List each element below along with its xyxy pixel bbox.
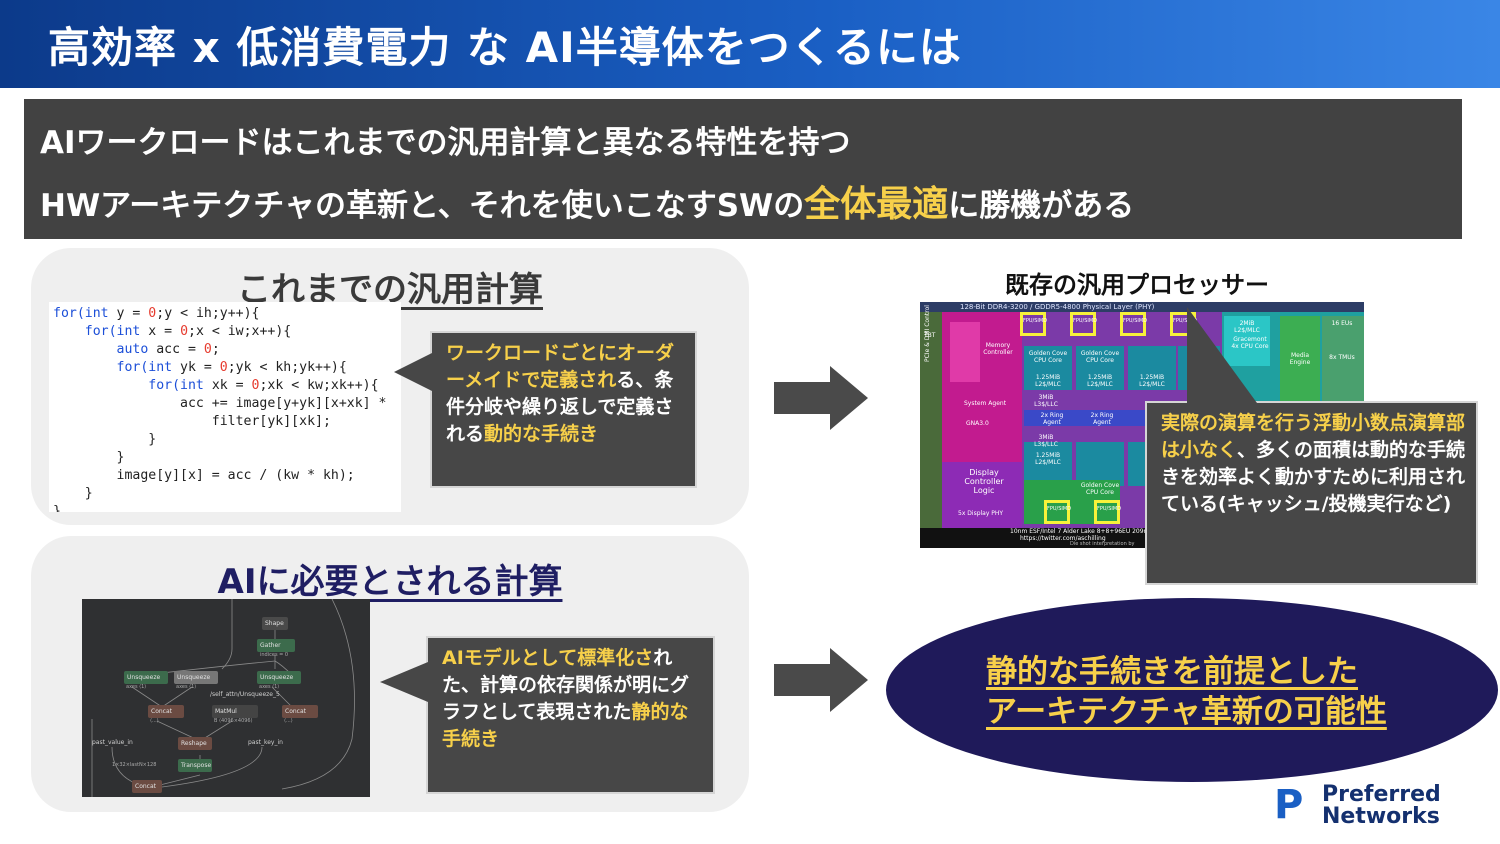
- callout-tail: [394, 353, 432, 391]
- fpu-highlight: FPU/SIMD: [1094, 500, 1121, 524]
- node-concat-1: Concat: [148, 705, 184, 718]
- slide-title: 高効率 x 低消費電力 な AI半導体をつくるには: [48, 23, 962, 72]
- die-gna: GNA3.0: [966, 420, 989, 427]
- onnx-graph-figure: Shape Gather indices = 0 Unsqueeze axes …: [82, 599, 370, 797]
- die-eus: 16 EUs: [1331, 320, 1353, 327]
- die-memory-controller: Memory Controller: [983, 342, 1013, 356]
- node-unsqueeze-2: Unsqueeze: [174, 671, 218, 684]
- die-footer: 10nm ESF/Intel 7 Alder Lake 8+8+96EU 209…: [1010, 528, 1158, 535]
- die-tbt: TBT: [924, 332, 936, 339]
- static-procedure-callout: AIモデルとして標準化された、計算の依存関係が明にグラフとして表現された静的な手…: [380, 636, 715, 794]
- key-message-box: AIワークロードはこれまでの汎用計算と異なる特性を持つ HWアーキテクチャの革新…: [24, 99, 1462, 239]
- callout-tail: [380, 662, 428, 702]
- die-display-controller: Display Controller Logic: [964, 468, 1004, 495]
- node-gather-attr: indices = 0: [260, 652, 289, 658]
- die-golden-cove-2: Golden Cove CPU Core: [1080, 350, 1120, 364]
- node-dims-label: 1×32×lastN×128: [112, 762, 157, 768]
- fpu-highlight: FPU/SIMD: [1120, 312, 1147, 336]
- node-transpose: Transpose: [178, 759, 212, 772]
- fpu-highlight: FPU/SIMD: [1070, 312, 1097, 336]
- fpu-highlight: FPU/SIMD: [1020, 312, 1047, 336]
- node-unsqueeze-1: Unsqueeze: [124, 671, 168, 684]
- node-concat-1-attr: ⟨...⟩: [150, 718, 159, 724]
- callout-text: れた、計算の依存関係が明にグラフとして表現された: [442, 647, 690, 723]
- node-unsqueeze-3-attr: axes ⟨1⟩: [259, 684, 280, 690]
- code-line-8: }: [53, 432, 157, 447]
- node-unsqueeze-2-attr: axes ⟨1⟩: [176, 684, 197, 690]
- die-l3-2: 3MiB L3$/LLC: [1034, 434, 1058, 448]
- code-line-9: }: [53, 450, 125, 465]
- node-reshape: Reshape: [178, 737, 212, 750]
- key-message-line-2: HWアーキテクチャの革新と、それを使いこなすSWの全体最適に勝機がある: [40, 175, 1134, 227]
- processor-title: 既存の汎用プロセッサー: [1005, 271, 1269, 299]
- die-display-phy: 5x Display PHY: [958, 510, 1004, 517]
- logo-word-2: Networks: [1322, 804, 1440, 829]
- callout-tail: [1187, 307, 1257, 403]
- die-l2-3: 1.25MiB L2$/MLC: [1139, 374, 1165, 388]
- node-past-value: past_value_in: [92, 739, 133, 746]
- logo-word-1: Preferred: [1322, 782, 1441, 807]
- die-l2: 1.25MiB L2$/MLC: [1035, 374, 1061, 388]
- conclusion-ellipse: 静的な手続きを前提とした アーキテクチャ革新の可能性: [886, 598, 1498, 782]
- dynamic-procedure-callout: ワークロードごとにオーダーメイドで定義される、条件分岐や繰り返しで定義される動的…: [394, 331, 697, 488]
- node-concat-3: Concat: [132, 780, 162, 793]
- key-message-post: に勝機がある: [948, 188, 1135, 224]
- die-l2-2: 1.25MiB L2$/MLC: [1087, 374, 1113, 388]
- code-line-2: for(int x = 0;x < iw;x++){: [53, 324, 292, 339]
- die-note: Die shot interpretation by: [1070, 541, 1135, 547]
- die-ring-2: 2x Ring Agent: [1090, 412, 1114, 426]
- callout-highlight-2: 静的な手続き: [442, 701, 689, 750]
- fpu-highlight: FPU/SIMD: [1044, 500, 1071, 524]
- code-line-4: for(int yk = 0;yk < kh;yk++){: [53, 360, 347, 375]
- node-concat-2: Concat: [282, 705, 318, 718]
- node-shape: Shape: [262, 617, 288, 630]
- code-line-5: for(int xk = 0;xk < kw;xk++){: [53, 378, 379, 393]
- node-gather: Gather: [257, 639, 295, 652]
- code-line-6: acc += image[y+yk][x+xk] *: [53, 396, 387, 411]
- callout-highlight: ワークロードごとにオーダーメイドで定義され: [446, 342, 675, 391]
- callout-highlight-2: 動的な手続き: [484, 423, 599, 445]
- callout-highlight: AIモデルとして標準化さ: [442, 647, 654, 669]
- node-concat-2-attr: ⟨...⟩: [284, 718, 293, 724]
- code-line-12: }: [53, 504, 61, 512]
- conclusion-line-1: 静的な手続きを前提とした: [986, 654, 1358, 690]
- die-media: Media Engine: [1289, 352, 1311, 366]
- title-bar: 高効率 x 低消費電力 な AI半導体をつくるには: [0, 0, 1500, 88]
- key-message-line-1: AIワークロードはこれまでの汎用計算と異なる特性を持つ: [40, 125, 851, 161]
- die-tmus: 8x TMUs: [1329, 354, 1355, 361]
- die-l3: 3MiB L3$/LLC: [1034, 394, 1058, 408]
- callout-highlight: 実際の演算を行う浮動小数点演算部は小なく: [1161, 412, 1466, 461]
- preferred-networks-logo: P Preferred Networks: [1274, 782, 1484, 832]
- code-line-11: }: [53, 486, 93, 501]
- callout-text: る、条件分岐や繰り返しで定義される: [446, 369, 674, 445]
- die-golden-cove-3: Golden Cove CPU Core: [1080, 482, 1120, 496]
- callout-text: 、多くの面積は動的な手続きを効率よく動かすために利用されている(キャッシュ/投機…: [1161, 439, 1466, 515]
- die-credit: https://twitter.com/aschilling: [1020, 535, 1106, 542]
- node-matmul: MatMul: [212, 705, 258, 718]
- die-top-banner: 128-Bit DDR4-3200 / GDDR5-4800 Physical …: [960, 303, 1155, 311]
- node-unsqueeze-1-attr: axes ⟨1⟩: [126, 684, 147, 690]
- node-unsqueeze-3: Unsqueeze: [257, 671, 301, 684]
- key-message-pre: HWアーキテクチャの革新と、それを使いこなすSWの: [40, 188, 805, 224]
- node-past-key: past_key_in: [248, 739, 283, 746]
- conclusion-line-2: アーキテクチャ革新の可能性: [986, 694, 1387, 730]
- die-l2-4: 1.25MiB L2$/MLC: [1035, 452, 1061, 466]
- code-line-1: for(int y = 0;y < ih;y++){: [53, 306, 260, 321]
- logo-mark: P: [1274, 782, 1304, 828]
- node-path-label: /self_attn/Unsqueeze_5: [210, 691, 280, 698]
- die-system-agent: System Agent: [964, 400, 1007, 407]
- cpu-die-shot: 128-Bit DDR4-3200 / GDDR5-4800 Physical …: [920, 302, 1364, 548]
- key-message-highlight: 全体最適: [804, 184, 949, 225]
- fpu-area-callout: 実際の演算を行う浮動小数点演算部は小なく、多くの面積は動的な手続きを効率よく動か…: [1145, 307, 1478, 585]
- code-line-10: image[y][x] = acc / (kw * kh);: [53, 468, 355, 483]
- die-golden-cove: Golden Cove CPU Core: [1028, 350, 1068, 364]
- ai-compute-title: AIに必要とされる計算: [217, 562, 563, 602]
- node-matmul-attr: B ⟨4096×4096⟩: [214, 718, 253, 724]
- code-line-3: auto acc = 0;: [53, 342, 220, 357]
- code-line-7: filter[yk][xk];: [53, 414, 331, 429]
- code-snippet: for(int y = 0;y < ih;y++){ for(int x = 0…: [49, 302, 401, 512]
- die-ring: 2x Ring Agent: [1040, 412, 1064, 426]
